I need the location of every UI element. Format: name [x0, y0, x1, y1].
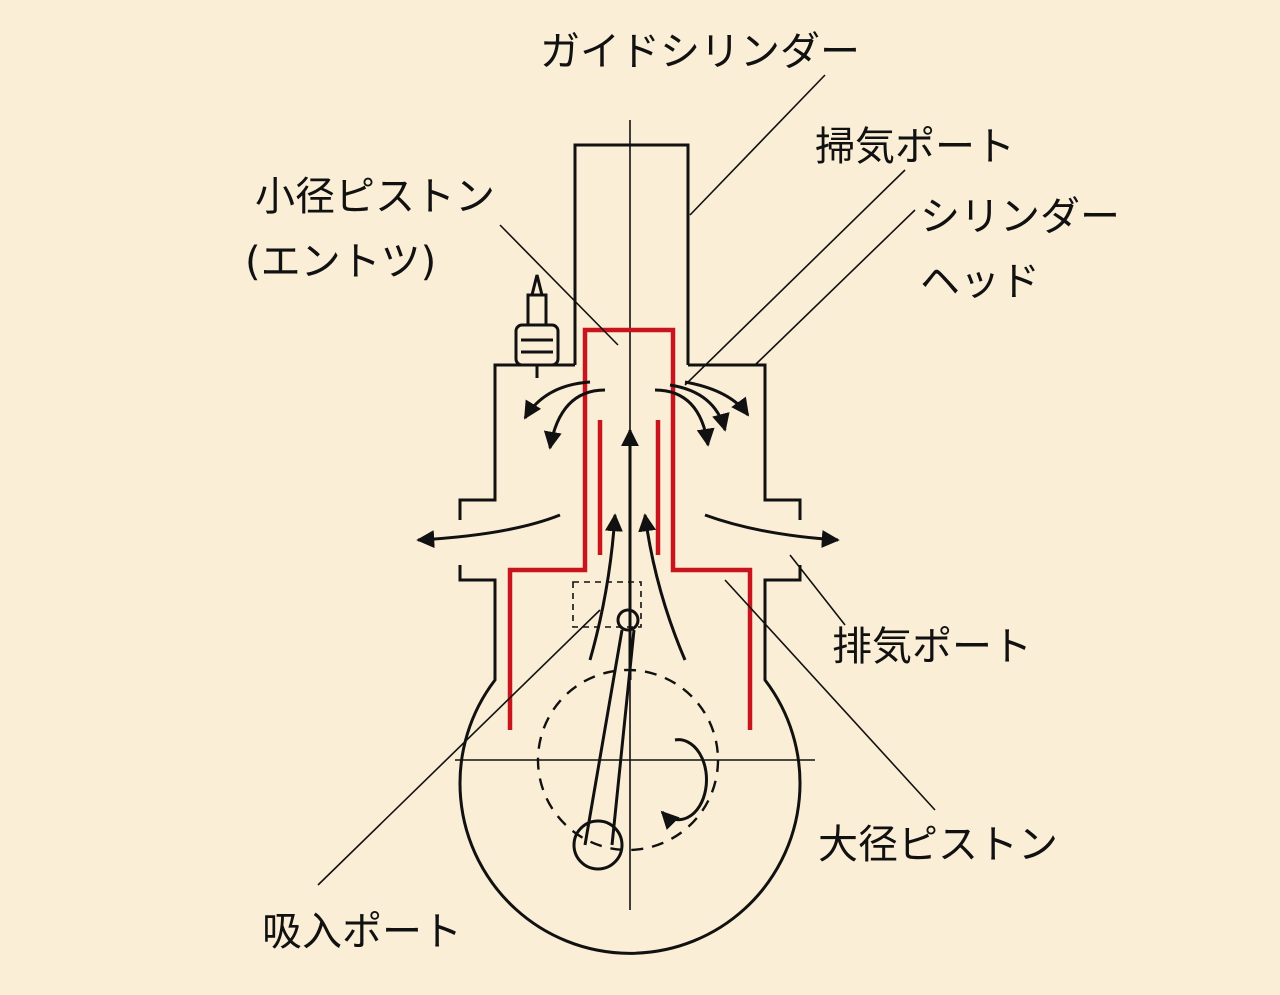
- label-large-piston: 大径ピストン: [818, 822, 1058, 868]
- label-small-piston: 小径ピストン: [255, 174, 495, 220]
- exhaust-arrow-left: [416, 513, 561, 549]
- wrist-pin: [616, 608, 640, 632]
- label-guide-cylinder: ガイドシリンダー: [540, 29, 860, 75]
- scavenge-arrow-left-1: [543, 388, 606, 450]
- large-piston-outline: [507, 327, 753, 730]
- label-exhaust-port: 排気ポート: [832, 624, 1032, 670]
- scavenge-arrow-right-2: [669, 383, 730, 432]
- leader-small-piston: [499, 224, 619, 346]
- label-small-piston-note: (エントツ): [245, 239, 436, 285]
- leader-cylinder-head: [754, 209, 916, 366]
- spark-plug: [514, 274, 560, 378]
- exhaust-arrow-right: [704, 513, 840, 548]
- leader-guide-cylinder: [689, 74, 826, 216]
- flow-arrow-intake-right: [638, 513, 687, 661]
- label-cylinder-head-line1: シリンダー: [920, 194, 1120, 240]
- leader-intake-port: [317, 609, 601, 886]
- crank-circle: [536, 668, 720, 852]
- leader-scavenge-port: [684, 169, 906, 386]
- label-intake-port: 吸入ポート: [262, 909, 462, 955]
- guide-cylinder: [573, 143, 690, 365]
- connecting-rod: [583, 629, 636, 846]
- scavenge-arrow-right-1: [654, 388, 715, 447]
- leader-large-piston: [724, 579, 936, 811]
- leader-exhaust-port: [789, 554, 846, 626]
- label-scavenge-port: 掃気ポート: [815, 124, 1015, 170]
- scavenge-arrow-left-2: [523, 380, 591, 420]
- rotation-arrow: [660, 738, 709, 830]
- crank-pin: [572, 819, 624, 871]
- scavenge-arrow-right-3: [684, 380, 750, 417]
- flow-arrow-intake-left: [588, 513, 623, 661]
- label-cylinder-head-line2: ヘッド: [920, 259, 1040, 305]
